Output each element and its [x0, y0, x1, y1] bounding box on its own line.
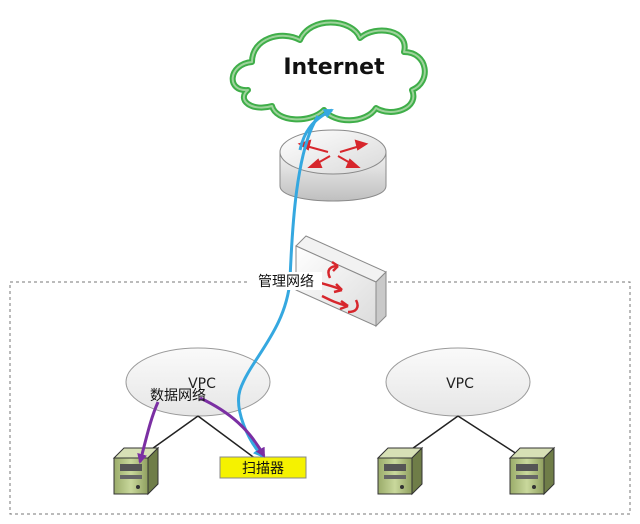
router-icon — [279, 129, 387, 202]
vpc-connectors — [141, 415, 521, 463]
management-network-line — [237, 115, 320, 458]
data-network-line-left — [137, 401, 160, 464]
management-network-line-head — [298, 108, 334, 151]
management-network-label: 管理网络 — [258, 274, 314, 290]
server-icon — [376, 446, 424, 496]
vpc-left-label: VPC — [188, 376, 216, 392]
data-network-line-right — [199, 396, 266, 458]
scanner-label: 扫描器 — [242, 461, 284, 477]
vpc-right-label: VPC — [446, 376, 474, 392]
server-icon — [112, 446, 160, 496]
cloud-icon — [229, 19, 428, 124]
server-icon — [508, 446, 556, 496]
data-network-label: 数据网络 — [150, 388, 206, 404]
internet-label: Internet — [283, 55, 385, 80]
management-label-bg — [250, 272, 322, 290]
